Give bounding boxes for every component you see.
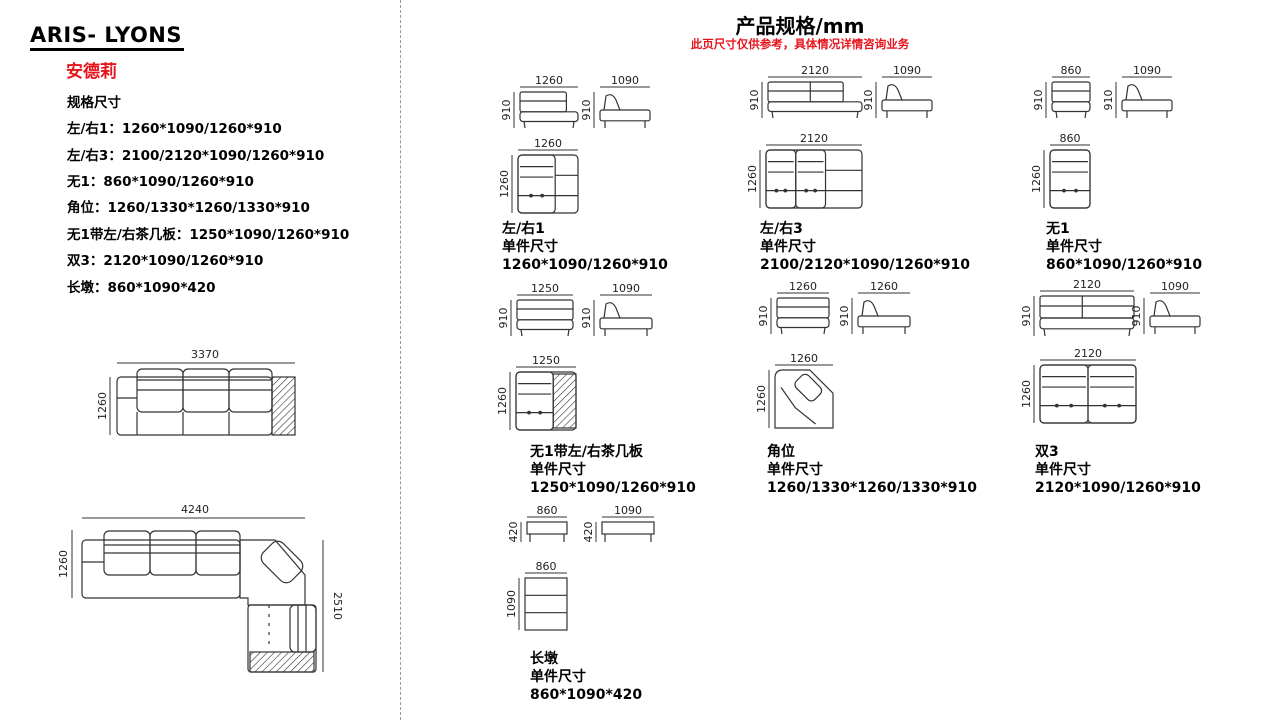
side-view-height-label: 910 [862, 90, 875, 111]
front-view-width-label: 860 [1061, 64, 1082, 77]
module-name: 无1带左/右茶几板 [530, 444, 643, 460]
side-view-width-label: 1090 [1161, 280, 1189, 293]
top-view-height-label: 1090 [505, 590, 518, 618]
module-caption: 左/右1 单件尺寸 1260*1090/1260*910 [502, 220, 668, 274]
module-size: 1250*1090/1260*910 [530, 480, 696, 496]
module-label: 单件尺寸 [1035, 462, 1091, 478]
product-name: 安德莉 [66, 62, 117, 82]
module-label: 单件尺寸 [530, 462, 586, 478]
side-view-width-label: 1090 [612, 282, 640, 295]
module-drawing: 860 420 1090 420 860 1090 [505, 504, 655, 631]
top-view-width-label: 860 [1060, 132, 1081, 145]
front-view-height-label: 910 [757, 306, 770, 327]
front-view-height-label: 910 [500, 100, 513, 121]
divider [400, 0, 401, 720]
side-view-width-label: 1260 [870, 280, 898, 293]
spec-item: 左/右1：1260*1090/1260*910 [67, 121, 282, 137]
side-view-height-label: 420 [582, 522, 595, 543]
layout-a-depth: 1260 [96, 392, 109, 420]
front-view-height-label: 910 [1032, 90, 1045, 111]
module-drawing: 2120 910 1090 910 2120 1260 [746, 64, 933, 209]
module-drawing: 860 910 1090 910 860 1260 [1030, 64, 1173, 209]
page-subtitle: 此页尺寸仅供参考，具体情况详情咨询业务 [690, 37, 910, 51]
layout-b-width: 4240 [181, 503, 209, 516]
top-view-width-label: 2120 [1074, 347, 1102, 360]
front-view-width-label: 1260 [535, 74, 563, 87]
front-view-height-label: 910 [748, 90, 761, 111]
module-name: 无1 [1046, 221, 1070, 237]
front-view-height-label: 910 [497, 308, 510, 329]
spec-heading: 规格尺寸 [67, 95, 121, 111]
module-label: 单件尺寸 [767, 462, 823, 478]
top-view-height-label: 1260 [755, 385, 768, 413]
front-view-width-label: 1250 [531, 282, 559, 295]
spec-item: 无1带左/右茶几板：1250*1090/1260*910 [67, 227, 350, 243]
module-drawing: 2120 910 1090 910 2120 1260 [1020, 278, 1201, 424]
module-drawing: 1260 910 1260 910 1260 1260 [755, 280, 911, 429]
module-name: 长墩 [530, 651, 558, 667]
side-view-width-label: 1090 [614, 504, 642, 517]
module-size: 860*1090/1260*910 [1046, 257, 1203, 273]
module-size: 1260*1090/1260*910 [502, 257, 668, 273]
spec-item: 长墩：860*1090*420 [67, 280, 216, 296]
module-name: 左/右3 [760, 221, 803, 237]
module-label: 单件尺寸 [1046, 239, 1102, 255]
module-size: 2100/2120*1090/1260*910 [760, 257, 970, 273]
top-view-width-label: 860 [536, 560, 557, 573]
top-view-height-label: 1260 [1020, 380, 1033, 408]
side-view-height-label: 910 [1130, 306, 1143, 327]
front-view-height-label: 420 [507, 522, 520, 543]
module-drawing: 1260 910 1090 910 1260 1260 [498, 74, 651, 214]
side-view-width-label: 1090 [1133, 64, 1161, 77]
side-view-width-label: 1090 [893, 64, 921, 77]
layout-b-length: 2510 [331, 592, 344, 620]
top-view-width-label: 1260 [790, 352, 818, 365]
module-label: 单件尺寸 [502, 239, 558, 255]
spec-item: 双3：2120*1090/1260*910 [67, 253, 264, 269]
page-title: 产品规格/mm [735, 14, 865, 38]
top-view-width-label: 1260 [534, 137, 562, 150]
spec-item: 左/右3：2100/2120*1090/1260*910 [67, 148, 325, 164]
module-caption: 双3 单件尺寸 2120*1090/1260*910 [1035, 443, 1201, 497]
module-name: 角位 [767, 444, 795, 460]
module-label: 单件尺寸 [530, 669, 586, 685]
module-caption: 长墩单件尺寸 860*1090*420 [530, 650, 642, 704]
top-view-width-label: 1250 [532, 354, 560, 367]
module-drawing: 1250 910 1090 910 1250 1260 [496, 282, 653, 431]
top-view-height-label: 1260 [746, 165, 759, 193]
front-view-height-label: 910 [1020, 306, 1033, 327]
module-size: 2120*1090/1260*910 [1035, 480, 1201, 496]
side-view-height-label: 910 [580, 308, 593, 329]
module-size: 860*1090*420 [530, 687, 643, 703]
layout-a-width: 3370 [191, 348, 219, 361]
top-view-height-label: 1260 [496, 387, 509, 415]
side-view-width-label: 1090 [611, 74, 639, 87]
brand-title: ARIS- LYONS [30, 22, 185, 51]
layout-plan-b [71, 517, 324, 673]
module-caption: 无1带左/右茶几板单件尺寸 1250*1090/1260*910 [530, 443, 696, 497]
side-view-height-label: 910 [1102, 90, 1115, 111]
spec-item: 无1：860*1090/1260*910 [67, 174, 254, 190]
side-view-height-label: 910 [838, 306, 851, 327]
front-view-width-label: 860 [537, 504, 558, 517]
spec-item: 角位：1260/1330*1260/1330*910 [67, 200, 310, 216]
front-view-width-label: 2120 [801, 64, 829, 77]
module-caption: 左/右3 单件尺寸 2100/2120*1090/1260*910 [760, 220, 970, 274]
front-view-width-label: 2120 [1073, 278, 1101, 291]
module-label: 单件尺寸 [760, 239, 816, 255]
layout-b-depth: 1260 [57, 550, 70, 578]
module-caption: 角位单件尺寸 1260/1330*1260/1330*910 [767, 443, 977, 497]
layout-plan-a [109, 362, 296, 436]
module-name: 双3 [1035, 444, 1059, 460]
side-view-height-label: 910 [580, 100, 593, 121]
module-size: 1260/1330*1260/1330*910 [767, 480, 977, 496]
top-view-height-label: 1260 [1030, 165, 1043, 193]
top-view-width-label: 2120 [800, 132, 828, 145]
module-caption: 无1 单件尺寸 860*1090/1260*910 [1046, 220, 1202, 274]
front-view-width-label: 1260 [789, 280, 817, 293]
top-view-height-label: 1260 [498, 170, 511, 198]
module-name: 左/右1 [502, 221, 545, 237]
